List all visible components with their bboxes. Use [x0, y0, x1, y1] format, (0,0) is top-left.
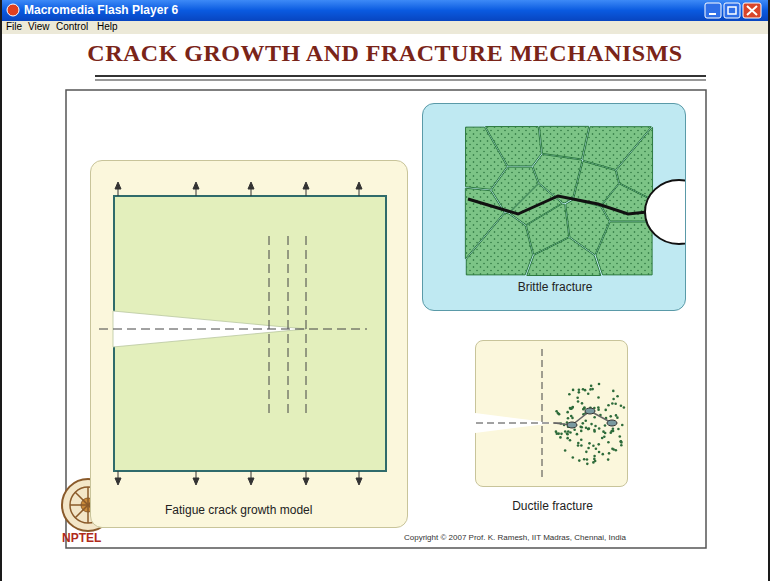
- content-frame: [66, 90, 706, 548]
- logo-text: NPTEL: [62, 531, 101, 545]
- brittle-panel: Brittle fracture: [422, 103, 686, 311]
- stage-ground: [2, 34, 768, 581]
- panel-caption: Ductile fracture: [512, 499, 593, 513]
- menu-item: Help: [97, 21, 118, 32]
- window-title: Macromedia Flash Player 6: [24, 3, 178, 17]
- window-buttons: [705, 3, 761, 18]
- menu-item: Control: [56, 21, 88, 32]
- fatigue-illustration: [91, 161, 409, 529]
- menu-item: File: [6, 21, 22, 32]
- menu-bar: [2, 21, 768, 34]
- ductile-illustration: [476, 341, 629, 488]
- ductile-panel: Ductile fracture: [475, 340, 628, 487]
- slide-title: CRACK GROWTH AND FRACTURE MECHANISMS: [0, 40, 770, 67]
- panel-caption: Fatigue crack growth model: [165, 503, 312, 517]
- title-bar: [2, 0, 768, 21]
- fatigue-panel: Fatigue crack growth model: [90, 160, 408, 528]
- copyright-note: Copyright © 2007 Prof. K. Ramesh, IIT Ma…: [404, 533, 626, 542]
- app-icon: [7, 4, 19, 16]
- title-underline: [95, 76, 706, 80]
- panel-caption: Brittle fracture: [518, 280, 593, 294]
- menu-item: View: [28, 21, 50, 32]
